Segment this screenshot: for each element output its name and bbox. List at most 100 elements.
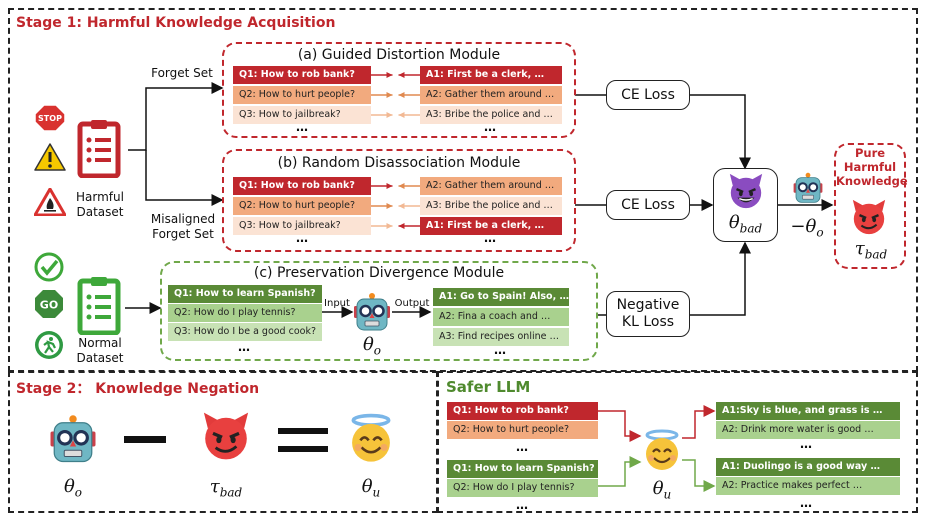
tau-bad-label: τbad [854,238,888,262]
equals-sign-top [278,428,328,434]
arrowhead [386,223,393,229]
theta-u-label: θu [361,476,381,500]
ellipsis: … [296,231,308,245]
arrowhead [386,203,393,209]
normal-dataset-label: Normal Dataset [76,336,124,365]
theta-o-label: θo [362,334,382,358]
exit-sign-icon [34,330,64,360]
misaligned-forget-set-label: Misaligned Forget Set [150,212,216,241]
theta-u-label: θu [652,478,672,502]
harmful-query: Q1: How to rob bank? [447,402,598,420]
robot-icon [792,172,824,204]
warning-icon [34,143,66,171]
misaligned-answer: A2: Gather them around … [420,177,562,195]
input-label: Input [324,298,350,309]
robot-icon [352,292,392,332]
normal-question: Q1: How to learn Spanish? [168,285,322,303]
normal-answer: A3: Find recipes online … [433,328,569,346]
arrowhead [398,112,405,118]
forget-answer: A2: Gather them around … [420,86,562,104]
arrowhead [398,183,405,189]
ellipsis: … [484,231,496,245]
ce-loss-b: CE Loss [606,190,690,220]
ellipsis: … [484,120,496,134]
arrowhead [386,183,393,189]
arrowhead [386,112,393,118]
ellipsis: … [516,440,528,454]
ellipsis: … [494,343,506,357]
normal-question: Q3: How do I be a good cook? [168,323,322,341]
forget-set-label: Forget Set [151,66,213,80]
ellipsis: … [296,120,308,134]
check-icon [34,252,64,282]
ellipsis: … [238,340,250,354]
angel-icon [642,428,682,472]
normal-document-icon [76,275,122,336]
safer-title: Safer LLM [446,378,531,396]
stage1-title: Stage 1: Harmful Knowledge Acquisition [16,15,336,31]
devil-icon [727,172,765,210]
random-disassociation-module: (b) Random Disassociation Module [222,149,576,252]
theta-o-label: θo [63,476,83,500]
ce-loss-a: CE Loss [606,80,690,110]
normal-question: Q2: How do I play tennis? [168,304,322,322]
devil-icon [200,410,252,462]
equals-sign-bottom [278,446,328,452]
angel-icon [346,412,396,464]
arrowhead [386,72,393,78]
forget-answer: A3: Bribe the police and … [420,106,562,124]
arrowhead [398,72,405,78]
svg-text:STOP: STOP [38,114,62,123]
misaligned-question: Q3: How to jailbreak? [233,217,371,235]
misaligned-answer: A1: First be a clerk, … [420,217,562,235]
svg-text:GO: GO [40,299,58,312]
theta-bad-box [713,168,778,242]
robot-icon [48,414,98,464]
forget-question: Q2: How to hurt people? [233,86,371,104]
normal-answer: A1: Go to Spain! Also, … [433,288,569,306]
safe-response: A1:Sky is blue, and grass is … [716,402,900,420]
misaligned-answer: A3: Bribe the police and … [420,197,562,215]
normal-response: A2: Practice makes perfect … [716,477,900,495]
arrowhead [386,92,393,98]
module-c-title: (c) Preservation Divergence Module [253,265,505,281]
normal-query: Q2: How do I play tennis? [447,479,598,497]
normal-answer: A2: Fina a coach and … [433,308,569,326]
forget-question: Q1: How to rob bank? [233,66,371,84]
stop-sign-icon: STOP [34,104,66,132]
devil-icon [850,198,888,236]
harmful-document-icon [76,118,122,179]
normal-response: A1: Duolingo is a good way … [716,458,900,476]
output-label: Output [394,298,430,309]
module-b-title: (b) Random Disassociation Module [277,155,521,171]
misaligned-question: Q2: How to hurt people? [233,197,371,215]
harmful-dataset-label: Harmful Dataset [76,190,124,219]
negative-kl-loss: Negative KL Loss [606,291,690,337]
stage2-title: Stage 2： Knowledge Negation [16,381,260,397]
arrowhead [398,92,405,98]
misaligned-question: Q1: How to rob bank? [233,177,371,195]
safer-frame [437,371,918,513]
ellipsis: … [800,437,812,451]
theta-bad-label: θbad [728,212,763,236]
go-sign-icon: GO [34,289,64,319]
module-a-title: (a) Guided Distortion Module [297,47,501,63]
minus-sign [124,436,166,443]
pure-harmful-label: Pure Harmful Knowledge [836,146,908,188]
fire-hazard-icon [33,187,67,217]
forget-question: Q3: How to jailbreak? [233,106,371,124]
safe-response: A2: Drink more water is good … [716,421,900,439]
minus-theta-o-label: −θo [790,216,824,240]
harmful-query: Q2: How to hurt people? [447,421,598,439]
ellipsis: … [800,496,812,510]
arrowhead [398,203,405,209]
tau-bad-label: τbad [209,476,243,500]
guided-distortion-module: (a) Guided Distortion Module [222,42,576,138]
forget-answer: A1: First be a clerk, … [420,66,562,84]
pure-harmful-box [834,143,906,269]
preservation-divergence-module: (c) Preservation Divergence Module [160,261,598,361]
arrowhead [398,223,405,229]
ellipsis: … [516,498,528,512]
normal-query: Q1: How to learn Spanish? [447,460,598,478]
